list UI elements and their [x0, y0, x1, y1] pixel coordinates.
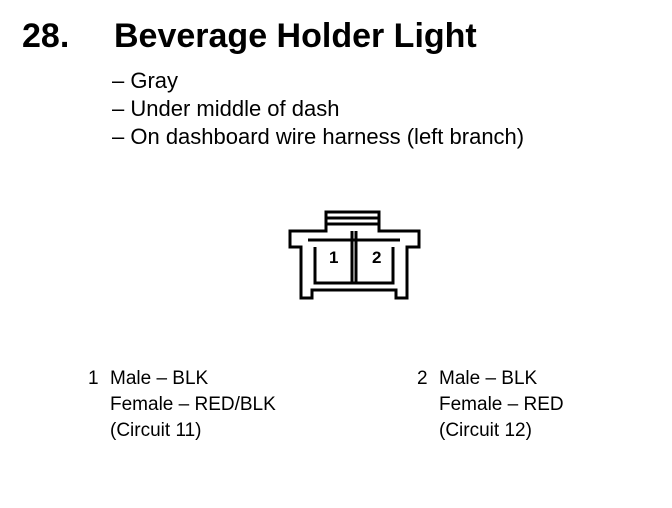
pin-1-female-wire: Female – RED/BLK	[110, 394, 276, 415]
pin-1-number: 1	[88, 368, 99, 389]
pin-1-lines: Male – BLK Female – RED/BLK (Circuit 11)	[110, 366, 276, 444]
pin-1-male-wire: Male – BLK	[110, 368, 209, 389]
detail-color: Gray	[112, 67, 524, 95]
pin-2-male-wire: Male – BLK	[439, 368, 538, 389]
pin-1-circuit: (Circuit 11)	[110, 420, 202, 441]
connector-pin-2-label: 2	[372, 248, 381, 267]
connector-body-outline	[288, 210, 421, 300]
connector-details: Gray Under middle of dash On dashboard w…	[112, 67, 524, 151]
connector-lock-tab	[326, 216, 379, 226]
pin-2-number: 2	[417, 368, 428, 389]
pin-2-lines: Male – BLK Female – RED (Circuit 12)	[439, 366, 564, 444]
connector-cavity-outline	[308, 238, 400, 285]
pin-2-female-wire: Female – RED	[439, 394, 564, 415]
pin-2-circuit: (Circuit 12)	[439, 420, 532, 441]
section-title: Beverage Holder Light	[114, 17, 477, 55]
detail-harness: On dashboard wire harness (left branch)	[112, 123, 524, 151]
detail-location: Under middle of dash	[112, 95, 524, 123]
connector-pin-1-label: 1	[329, 248, 338, 267]
connector-diagram: 1 2	[288, 210, 421, 300]
connector-divider	[350, 231, 358, 284]
section-number: 28.	[22, 17, 70, 55]
